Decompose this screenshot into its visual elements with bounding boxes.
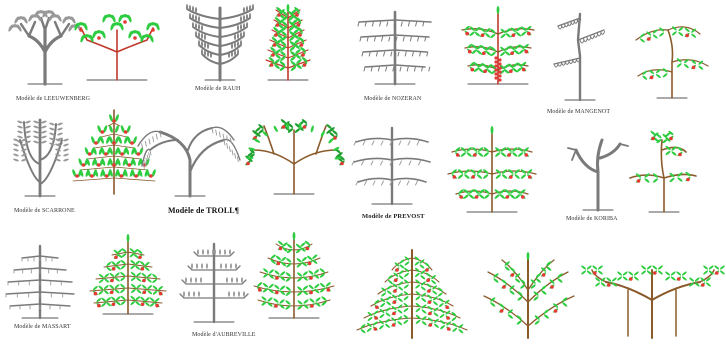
tree-koriba-colored (630, 130, 696, 212)
tree-rauh-colored (266, 4, 310, 80)
tree-large-3 (581, 265, 726, 338)
tree-nozeran (358, 12, 431, 84)
tree-massart (6, 246, 74, 318)
label-leeuwenberg: Modèle de LEEUWENBERG (16, 96, 90, 102)
tree-large-2 (484, 252, 574, 338)
tree-nozeran-colored (462, 6, 534, 84)
tree-scarrone-colored (71, 110, 156, 194)
label-mangenot: Modèle de MANGENOT (547, 109, 610, 115)
label-massart: Modèle de MASSART (14, 324, 71, 330)
tree-mangenot (554, 14, 605, 100)
label-koriba: Modèle de KORIBA (566, 216, 618, 222)
tree-prevost-colored (448, 126, 536, 212)
tree-aubreville-colored (254, 232, 334, 318)
tree-scarrone (13, 120, 69, 196)
label-troll: Modèle de TROLL¶ (168, 206, 239, 215)
tree-aubreville (180, 244, 248, 322)
tree-leeuwenberg-colored (74, 13, 161, 80)
tree-prevost (352, 128, 430, 204)
tree-troll-colored (245, 118, 346, 194)
tree-troll (138, 127, 240, 196)
label-rauh: Modèle de RAUH (195, 86, 240, 92)
tree-mangenot-colored (636, 26, 708, 98)
tree-drawings (6, 4, 725, 338)
label-prevost: Modèle de PREVOST (362, 213, 425, 220)
label-aubreville: Modèle d'AUBREVILLE (192, 332, 255, 338)
tree-koriba (568, 140, 628, 210)
tree-large-1 (357, 250, 467, 338)
tree-massart-colored (90, 234, 166, 314)
label-nozeran: Modèle de NOZERAN (364, 96, 421, 102)
tree-rauh (186, 4, 254, 80)
tree-leeuwenberg (7, 9, 82, 84)
label-scarrone: Modèle de SCARRONE (14, 208, 75, 214)
